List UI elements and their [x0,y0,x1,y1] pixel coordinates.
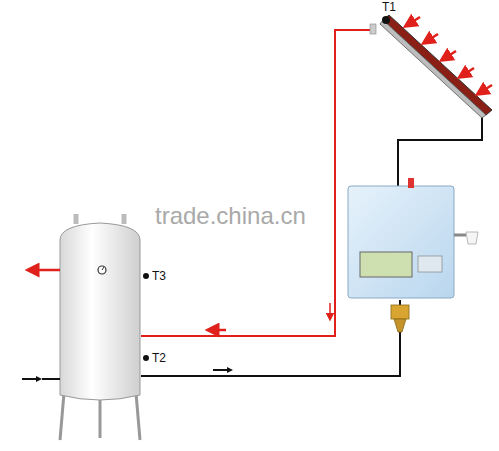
sun-rays [409,17,492,92]
flow-arrow [213,369,227,371]
cold-inlet-pipe [42,378,60,380]
sensor-label: T3 [152,270,166,282]
cold-inlet-arrow [22,378,36,380]
return-pipe [141,300,400,376]
cold-inlet-arrow [36,376,42,382]
flow-arrow [212,329,226,332]
hot-pipe [141,30,372,336]
watermark: trade.china.cn [155,204,306,228]
sensor-label: T2 [152,352,166,364]
flow-arrow [227,367,233,373]
pump-controller [348,178,478,298]
storage-tank [60,214,149,440]
return-pipe [398,108,482,186]
pump-valve [391,305,409,332]
hot-outlet-arrow [32,269,60,272]
sensor-label: T1 [382,1,396,13]
flow-arrow [329,303,331,317]
solar-collector [370,15,492,118]
